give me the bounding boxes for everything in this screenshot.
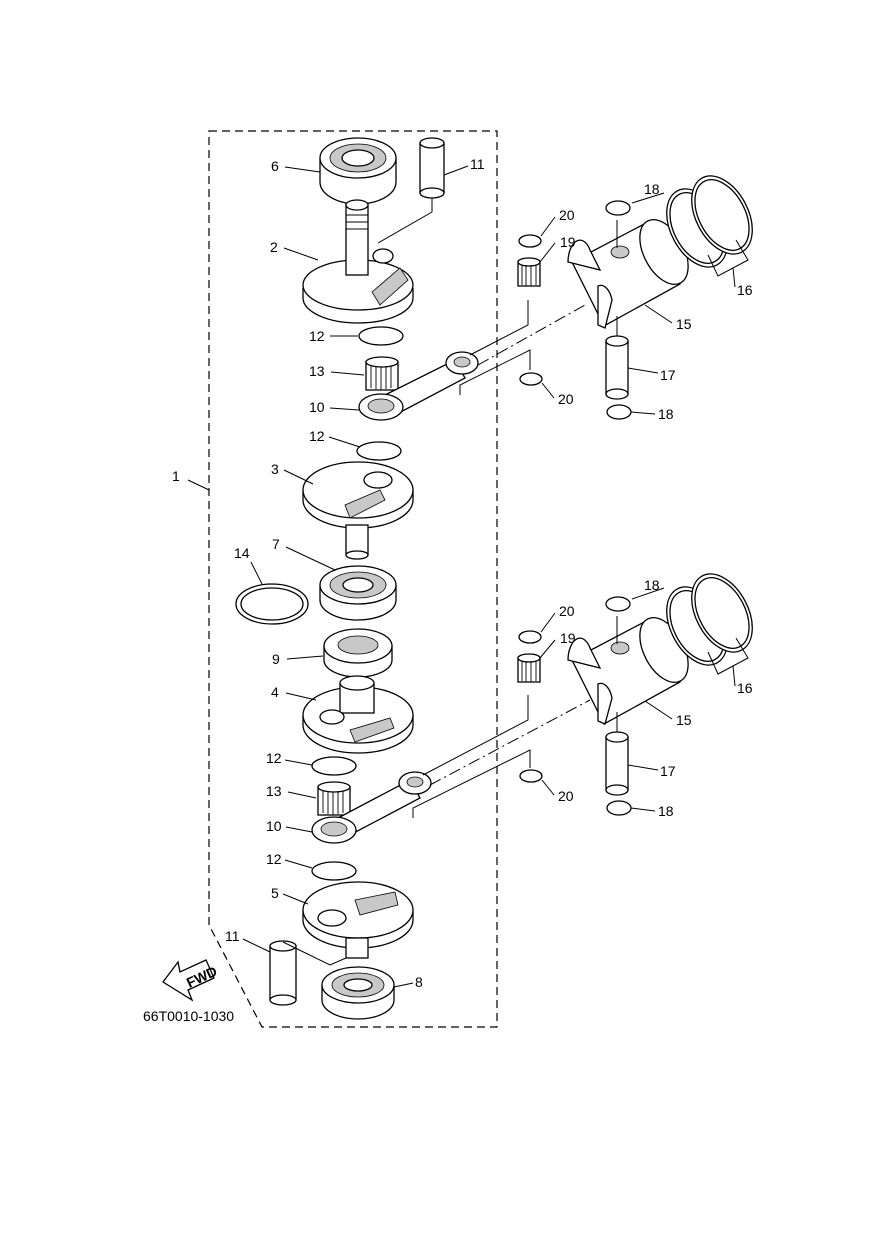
piston-part-15-a <box>567 219 689 329</box>
callout-14: 14 <box>234 545 250 561</box>
callout-12-b: 12 <box>309 428 325 444</box>
callout-15-a: 15 <box>676 316 692 332</box>
callout-11-bottom: 11 <box>225 928 240 944</box>
crank-web-part-5 <box>302 881 414 959</box>
callout-9: 9 <box>272 651 280 667</box>
washer-part-12-a <box>358 326 404 346</box>
connecting-rod-part-10-a <box>358 351 479 421</box>
callout-1: 1 <box>172 468 180 484</box>
callout-7: 7 <box>272 536 280 552</box>
circlip-part-18-b <box>606 404 632 420</box>
piston-group-lower <box>517 573 753 816</box>
callout-2: 2 <box>270 239 278 255</box>
bearing-part-8 <box>321 966 395 1020</box>
piston-rings-part-16-a <box>666 175 753 268</box>
callout-18-d: 18 <box>658 803 674 819</box>
callout-13-b: 13 <box>266 783 282 799</box>
fwd-label: FWD <box>184 963 220 991</box>
crank-pin-part-11-top <box>419 137 445 199</box>
callout-20-a: 20 <box>559 207 575 223</box>
callout-17-a: 17 <box>660 367 676 383</box>
callout-20-c: 20 <box>559 603 575 619</box>
callout-11-top: 11 <box>470 156 485 172</box>
washer-part-12-c <box>311 756 357 776</box>
figure-code: 66T0010-1030 <box>143 1008 234 1024</box>
callout-10-b: 10 <box>266 818 282 834</box>
callout-3: 3 <box>271 461 279 477</box>
needle-bearing-part-13-b <box>317 781 351 816</box>
callout-19-b: 19 <box>560 630 576 646</box>
callout-20-d: 20 <box>558 788 574 804</box>
washer-part-12-b <box>356 441 402 461</box>
piston-group-upper <box>517 175 753 420</box>
crank-web-part-4 <box>302 675 414 754</box>
piston-rings-part-16-b <box>666 573 753 666</box>
circlip-part-18-a <box>605 200 631 216</box>
washer-part-12-d <box>311 861 357 881</box>
circlip-part-18-d <box>606 800 632 816</box>
callout-numbers: 1 6 11 2 12 13 10 12 3 7 14 9 4 12 13 10… <box>172 156 753 990</box>
callout-12-a: 12 <box>309 328 325 344</box>
callout-8: 8 <box>415 974 423 990</box>
bearing-part-6 <box>319 137 397 205</box>
callout-16-a: 16 <box>737 282 753 298</box>
assembly-boundary <box>208 130 498 1028</box>
snap-ring-part-14 <box>235 583 309 625</box>
washer-part-20-d <box>519 769 543 783</box>
small-end-bearing-part-19-b <box>517 653 541 683</box>
callout-18-b: 18 <box>658 406 674 422</box>
piston-pin-part-17-b <box>605 731 629 796</box>
callout-15-b: 15 <box>676 712 692 728</box>
crank-web-part-3 <box>302 461 414 560</box>
callout-5: 5 <box>271 885 279 901</box>
callout-4: 4 <box>271 684 279 700</box>
callout-17-b: 17 <box>660 763 676 779</box>
small-end-bearing-part-19-a <box>517 257 541 287</box>
callout-16-b: 16 <box>737 680 753 696</box>
callout-12-c: 12 <box>266 750 282 766</box>
callout-12-d: 12 <box>266 851 282 867</box>
oil-seal-part-9 <box>323 628 393 678</box>
callout-19-a: 19 <box>560 234 576 250</box>
crank-web-part-2 <box>302 199 414 324</box>
callout-18-a: 18 <box>644 181 660 197</box>
callout-20-b: 20 <box>558 391 574 407</box>
callout-18-c: 18 <box>644 577 660 593</box>
connecting-rod-part-10-b <box>311 771 432 844</box>
bearing-part-7 <box>319 565 397 621</box>
washer-part-20-a <box>518 234 542 248</box>
fwd-arrow-icon: FWD <box>162 959 220 1002</box>
washer-part-20-c <box>518 630 542 644</box>
needle-bearing-part-13-a <box>365 356 399 391</box>
callout-13-a: 13 <box>309 363 325 379</box>
washer-part-20-b <box>519 372 543 386</box>
callout-6: 6 <box>271 158 279 174</box>
circlip-part-18-c <box>605 596 631 612</box>
callout-leaders <box>187 165 736 988</box>
callout-10-a: 10 <box>309 399 325 415</box>
crank-pin-part-11-bottom <box>269 940 297 1006</box>
piston-pin-part-17-a <box>605 335 629 400</box>
